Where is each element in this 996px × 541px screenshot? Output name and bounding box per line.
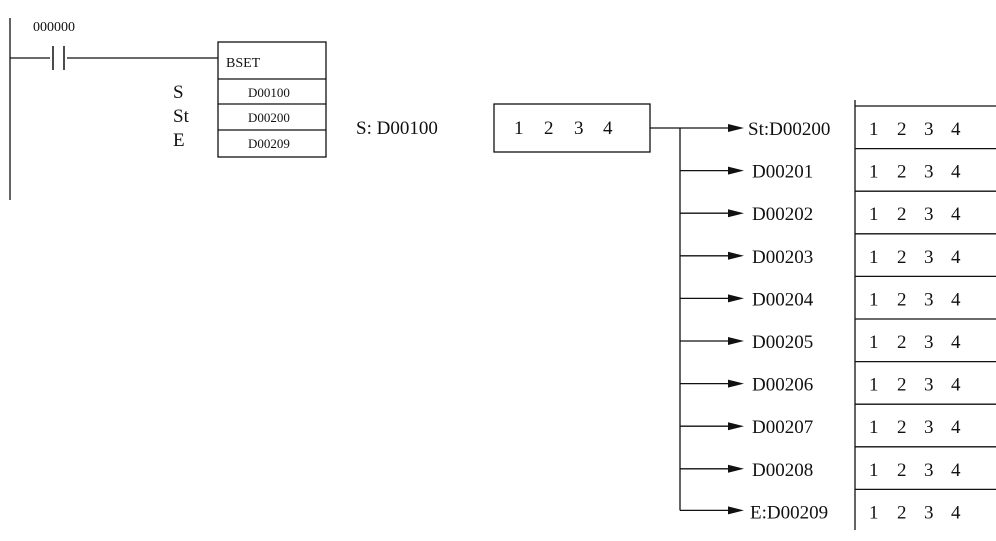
destination-label: D00207 bbox=[752, 417, 813, 438]
contact-address: 000000 bbox=[33, 20, 75, 35]
operand-label-e: E bbox=[173, 130, 185, 151]
destination-label: D00201 bbox=[752, 162, 813, 183]
destination-digit: 2 bbox=[897, 417, 907, 438]
destination-digit: 1 bbox=[869, 289, 879, 310]
arrow-head-icon bbox=[728, 251, 744, 260]
destination-digit: 4 bbox=[951, 502, 961, 523]
destination-digit: 2 bbox=[897, 502, 907, 523]
destination-digit: 3 bbox=[924, 119, 934, 140]
destination-digit: 2 bbox=[897, 119, 907, 140]
destination-digit: 4 bbox=[951, 162, 961, 183]
destination-digit: 2 bbox=[897, 375, 907, 396]
destination-label: D00202 bbox=[752, 204, 813, 225]
source-digit: 2 bbox=[544, 118, 554, 139]
destination-digit: 2 bbox=[897, 204, 907, 225]
arrow-head-icon bbox=[728, 124, 744, 132]
destination-digit: 3 bbox=[924, 502, 934, 523]
operand-value-e: D00209 bbox=[248, 136, 290, 151]
arrow-head-icon bbox=[728, 379, 744, 388]
destination-digit: 2 bbox=[897, 460, 907, 481]
destination-digit: 3 bbox=[924, 289, 934, 310]
arrow-head-icon bbox=[728, 337, 744, 345]
source-digits: 1 2 3 4 bbox=[514, 118, 613, 139]
source-digit: 4 bbox=[603, 118, 613, 139]
destination-label: D00208 bbox=[752, 460, 813, 481]
destination-digit: 4 bbox=[951, 460, 961, 481]
destination-digit: 3 bbox=[924, 247, 934, 268]
destination-digit: 4 bbox=[951, 247, 961, 268]
operand-value-s: D00100 bbox=[248, 85, 290, 100]
destination-digit: 3 bbox=[924, 375, 934, 396]
destination-label: E:D00209 bbox=[750, 502, 828, 523]
destination-digit: 4 bbox=[951, 375, 961, 396]
destination-digit: 1 bbox=[869, 502, 879, 523]
destination-digit: 2 bbox=[897, 289, 907, 310]
destination-digit: 2 bbox=[897, 247, 907, 268]
destination-digit: 1 bbox=[869, 375, 879, 396]
source-digit: 1 bbox=[514, 118, 524, 139]
source-label: S: D00100 bbox=[356, 118, 438, 139]
arrow-head-icon bbox=[728, 209, 744, 218]
destination-digit: 3 bbox=[924, 332, 934, 353]
destination-digit: 3 bbox=[924, 204, 934, 225]
destination-digit: 4 bbox=[951, 417, 961, 438]
destination-digit: 1 bbox=[869, 204, 879, 225]
destination-digit: 2 bbox=[897, 332, 907, 353]
operand-value-st: D00200 bbox=[248, 110, 290, 125]
destination-label: D00203 bbox=[752, 247, 813, 268]
instruction-block bbox=[217, 41, 327, 158]
destination-digit: 1 bbox=[869, 162, 879, 183]
destination-digit: 3 bbox=[924, 162, 934, 183]
destination-digit: 4 bbox=[951, 289, 961, 310]
arrow-head-icon bbox=[728, 166, 744, 175]
destination-digit: 1 bbox=[869, 417, 879, 438]
destination-digit: 3 bbox=[924, 460, 934, 481]
destination-digit: 1 bbox=[869, 460, 879, 481]
arrow-head-icon bbox=[728, 506, 744, 515]
operand-label-s: S bbox=[173, 82, 184, 103]
instruction-name: BSET bbox=[226, 56, 261, 71]
destination-digit: 1 bbox=[869, 247, 879, 268]
destination-digit: 3 bbox=[924, 417, 934, 438]
operand-label-st: St bbox=[173, 106, 190, 127]
destination-digit: 4 bbox=[951, 204, 961, 225]
destination-label: D00206 bbox=[752, 375, 813, 396]
destination-label: St:D00200 bbox=[748, 119, 830, 140]
destination-digit: 1 bbox=[869, 332, 879, 353]
arrow-head-icon bbox=[728, 422, 744, 431]
destination-digit: 4 bbox=[951, 119, 961, 140]
arrow-head-icon bbox=[728, 464, 744, 473]
destination-digit: 4 bbox=[951, 332, 961, 353]
destination-digit: 1 bbox=[869, 119, 879, 140]
destination-label: D00205 bbox=[752, 332, 813, 353]
destination-digit: 2 bbox=[897, 162, 907, 183]
arrow-head-icon bbox=[728, 294, 744, 303]
source-digit: 3 bbox=[574, 118, 584, 139]
destination-label: D00204 bbox=[752, 289, 814, 310]
